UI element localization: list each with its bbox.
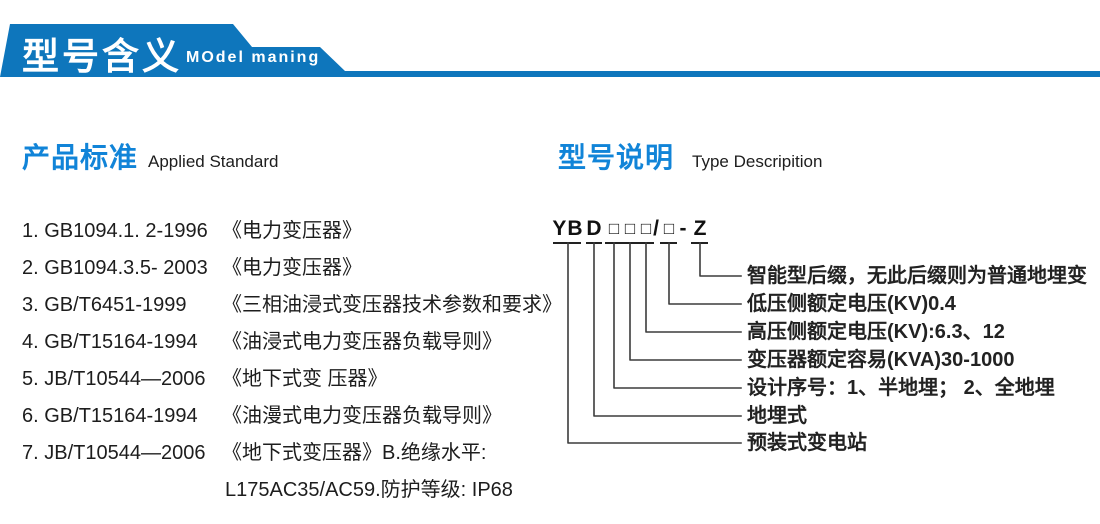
banner-shape <box>0 24 1100 77</box>
standard-title: 《油漫式电力变压器负载导则》 <box>222 405 502 427</box>
standard-code: 2. GB1094.3.5- 2003 <box>22 257 208 279</box>
standard-title: 《油浸式电力变压器负载导则》 <box>222 331 502 353</box>
standard-code: 7. JB/T10544—2006 <box>22 442 206 464</box>
code-slash: / <box>653 217 659 240</box>
label-design-serial: 设计序号：1、半地埋； 2、全地埋 <box>747 377 1055 399</box>
standard-code: 1. GB1094.1. 2-1996 <box>22 220 208 242</box>
label-prefab-substation: 预装式变电站 <box>747 432 867 454</box>
code-box-3: □ <box>640 219 652 238</box>
list-item: 6. GB/T15164-1994 《油漫式电力变压器负载导则》 <box>22 398 562 435</box>
standard-code: 4. GB/T15164-1994 <box>22 331 198 353</box>
label-rated-capacity: 变压器额定容易(KVA)30-1000 <box>747 349 1015 371</box>
standard-title: 《地下式变压器》B.绝缘水平: <box>222 442 487 464</box>
code-z: Z <box>693 217 707 240</box>
label-lv-rated-voltage: 低压侧额定电压(KV)0.4 <box>747 293 956 315</box>
standard-code: 3. GB/T6451-1999 <box>22 294 187 316</box>
page-title: 型号含义 <box>22 36 182 77</box>
code-dash: - <box>679 217 687 240</box>
standard-code: 6. GB/T15164-1994 <box>22 405 198 427</box>
type-description-heading-en: Type Descripition <box>692 152 823 171</box>
standard-title: 《三相油浸式变压器技术参数和要求》 <box>222 294 562 316</box>
connector-lines <box>567 242 742 444</box>
list-item: 7. JB/T10544—2006 《地下式变压器》B.绝缘水平: <box>22 435 562 472</box>
list-item: 3. GB/T6451-1999 《三相油浸式变压器技术参数和要求》 <box>22 287 562 324</box>
model-code-diagram: YB D □ □ □ / □ - Z 智能型后缀，无此后缀则为普通地埋变 低压侧… <box>545 198 1100 483</box>
applied-standard-heading: 产品标准 Applied Standard <box>22 136 278 176</box>
label-smart-suffix: 智能型后缀，无此后缀则为普通地埋变 <box>747 265 1087 287</box>
standard-title: 《地下式变 压器》 <box>222 368 388 390</box>
applied-standard-heading-zh: 产品标准 <box>22 142 139 173</box>
list-item: 4. GB/T15164-1994 《油浸式电力变压器负载导则》 <box>22 324 562 361</box>
list-item: 2. GB1094.3.5- 2003 《电力变压器》 <box>22 250 562 287</box>
type-description-heading: 型号说明 Type Descripition <box>558 136 822 176</box>
code-d: D <box>586 217 602 240</box>
list-item: 5. JB/T10544—2006 《地下式变 压器》 <box>22 361 562 398</box>
code-box-2: □ <box>624 219 636 238</box>
code-yb: YB <box>552 217 584 240</box>
diagram-lines <box>553 242 742 444</box>
banner-ribbon <box>0 24 1100 77</box>
label-buried-type: 地埋式 <box>747 405 807 427</box>
code-box-4: □ <box>663 219 675 238</box>
standard-title: 《电力变压器》 <box>222 257 362 279</box>
standard-code: 5. JB/T10544—2006 <box>22 368 206 390</box>
page-title-en: MOdel maning <box>186 49 321 66</box>
standards-list: 1. GB1094.1. 2-1996 《电力变压器》 2. GB1094.3.5… <box>22 213 562 509</box>
code-box-1: □ <box>608 219 620 238</box>
standard-continuation: L175AC35/AC59.防护等级: IP68 <box>225 479 513 501</box>
type-description-heading-zh: 型号说明 <box>558 142 675 173</box>
applied-standard-heading-en: Applied Standard <box>148 152 279 171</box>
list-item: 1. GB1094.1. 2-1996 《电力变压器》 <box>22 213 562 250</box>
standard-title: 《电力变压器》 <box>222 220 362 242</box>
label-hv-rated-voltage: 高压侧额定电压(KV):6.3、12 <box>747 321 1005 343</box>
